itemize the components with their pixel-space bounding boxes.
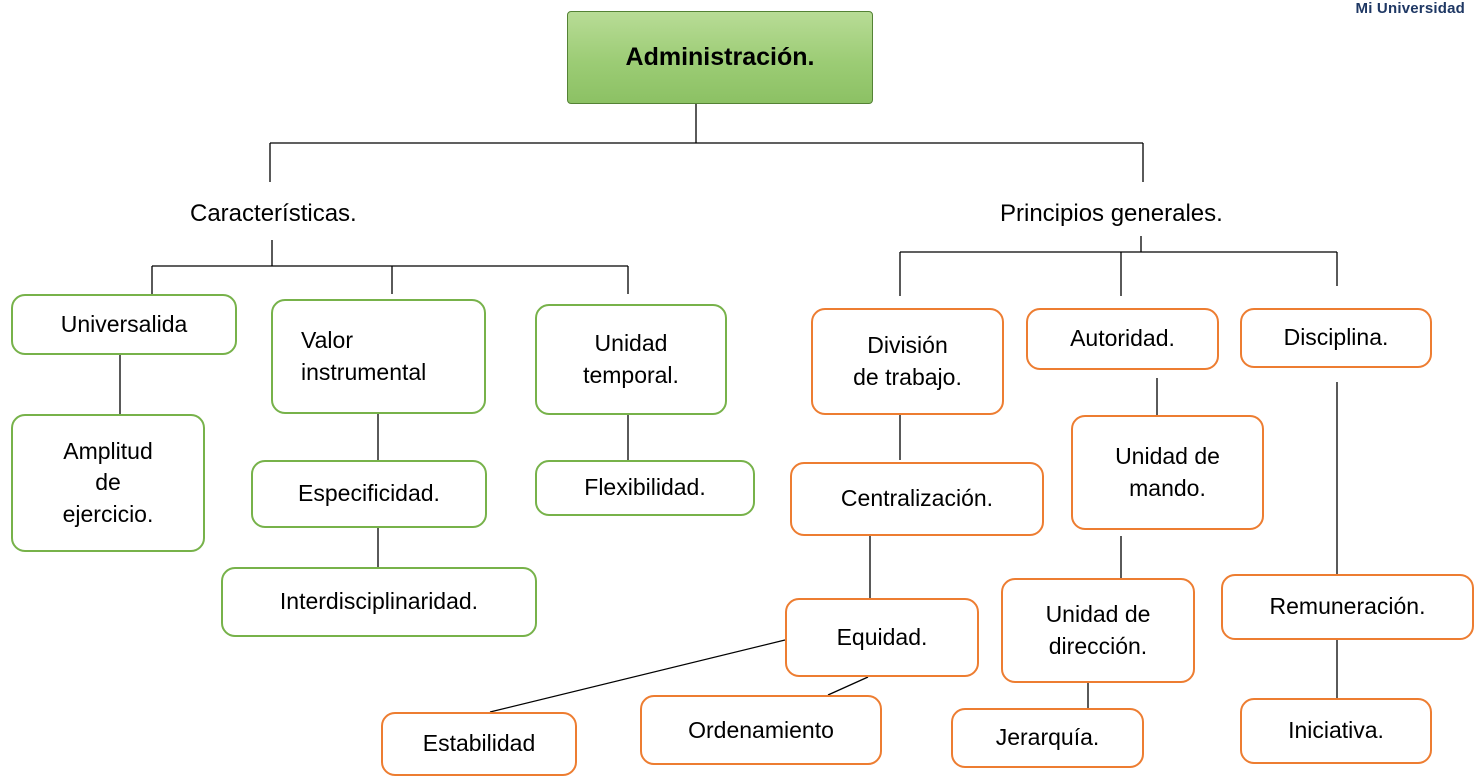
root-node-administracion: Administración. xyxy=(567,11,873,104)
node-division-de-trabajo: División de trabajo. xyxy=(811,308,1004,415)
branch-label-principios: Principios generales. xyxy=(1000,200,1223,227)
node-jerarquia: Jerarquía. xyxy=(951,708,1144,768)
node-flexibilidad: Flexibilidad. xyxy=(535,460,755,516)
node-unidad-temporal: Unidad temporal. xyxy=(535,304,727,415)
node-ordenamiento: Ordenamiento xyxy=(640,695,882,765)
node-estabilidad: Estabilidad xyxy=(381,712,577,776)
node-unidad-de-mando: Unidad de mando. xyxy=(1071,415,1264,530)
connector xyxy=(827,676,869,696)
node-especificidad: Especificidad. xyxy=(251,460,487,528)
node-centralizacion: Centralización. xyxy=(790,462,1044,536)
node-disciplina: Disciplina. xyxy=(1240,308,1432,368)
branch-label-caracteristicas: Características. xyxy=(190,200,357,227)
node-equidad: Equidad. xyxy=(785,598,979,677)
node-iniciativa: Iniciativa. xyxy=(1240,698,1432,764)
connector xyxy=(489,639,786,713)
node-amplitud-de-ejercicio: Amplitud de ejercicio. xyxy=(11,414,205,552)
node-remuneracion: Remuneración. xyxy=(1221,574,1474,640)
node-valor-instrumental: Valor instrumental xyxy=(271,299,486,414)
node-universalidad: Universalida xyxy=(11,294,237,355)
node-interdisciplinaridad: Interdisciplinaridad. xyxy=(221,567,537,637)
node-autoridad: Autoridad. xyxy=(1026,308,1219,370)
node-unidad-de-direccion: Unidad de dirección. xyxy=(1001,578,1195,683)
watermark-logo-text: Mi Universidad xyxy=(1355,0,1465,17)
